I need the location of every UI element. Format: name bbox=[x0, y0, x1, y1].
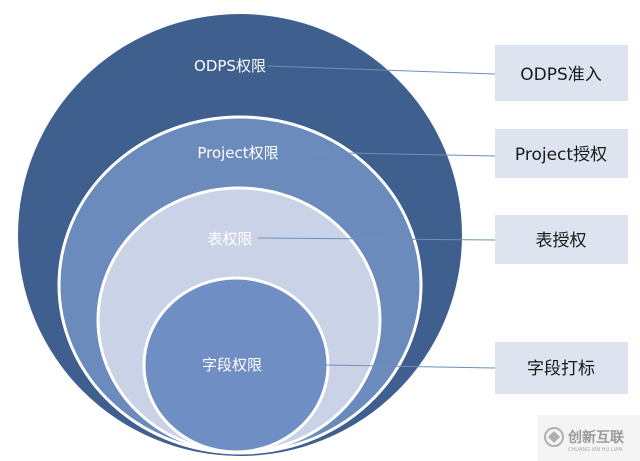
connector-line-2 bbox=[289, 151, 496, 157]
connector-line-3 bbox=[257, 237, 496, 241]
label-box-3: 表授权 bbox=[495, 215, 628, 264]
label-box-2-text: Project授权 bbox=[515, 145, 607, 165]
circle-label-project: Project权限 bbox=[197, 144, 278, 162]
label-box-4-text: 字段打标 bbox=[527, 359, 595, 379]
label-box-4: 字段打标 bbox=[495, 342, 628, 394]
connector-line-4 bbox=[271, 363, 496, 369]
watermark-text: 创新互联 bbox=[567, 429, 625, 446]
circle-label-odps: ODPS权限 bbox=[194, 57, 266, 75]
label-box-2: Project授权 bbox=[495, 129, 628, 178]
label-box-1-bg bbox=[495, 45, 628, 101]
label-box-3-text: 表授权 bbox=[536, 231, 587, 251]
circle-label-table: 表权限 bbox=[207, 230, 252, 248]
label-box-4-bg bbox=[495, 342, 628, 394]
label-box-1: ODPS准入 bbox=[495, 45, 628, 101]
watermark-subtext: CHUANG XIN HU LIAN bbox=[568, 447, 622, 453]
connector-line-1 bbox=[267, 65, 496, 75]
watermark-logo-icon bbox=[544, 427, 564, 447]
circle-label-field: 字段权限 bbox=[202, 356, 262, 374]
watermark: 创新互联 CHUANG XIN HU LIAN bbox=[537, 415, 640, 461]
label-box-3-bg bbox=[495, 215, 628, 264]
label-box-2-bg bbox=[495, 129, 628, 178]
label-box-1-text: ODPS准入 bbox=[520, 65, 602, 85]
